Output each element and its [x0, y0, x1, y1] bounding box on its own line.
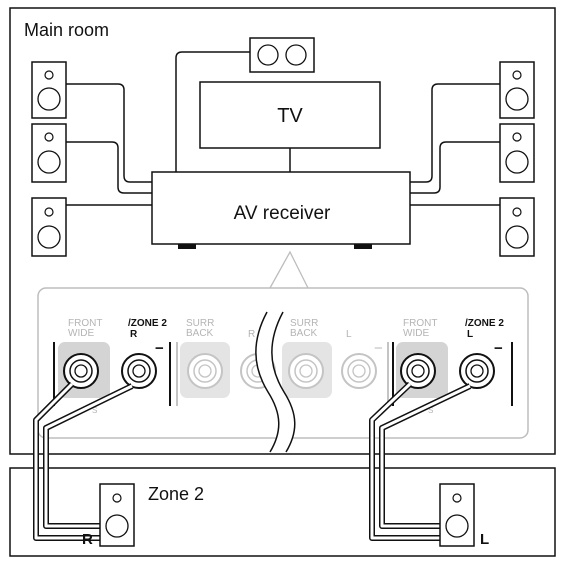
surr-back-label-1a: SURR: [186, 318, 214, 329]
break-marks: [255, 311, 296, 453]
middle-r-label: R: [248, 329, 255, 340]
main-room-frame: [9, 7, 556, 455]
tv-label: TV: [277, 105, 303, 127]
zone2-l-label-2: L: [467, 329, 473, 340]
main-room-label: Main room: [24, 20, 109, 40]
speaker-b-label-right: S: [428, 406, 433, 415]
zone2-speaker-left-icon: [439, 483, 475, 547]
zone2-frame: [9, 467, 556, 557]
front-wide-label-right-2: WIDE: [403, 328, 429, 339]
minus-sign-middle: −: [374, 340, 383, 357]
minus-sign-right: −: [494, 340, 503, 357]
zoom-callout: [269, 250, 309, 289]
minus-sign-left: −: [155, 340, 164, 357]
surr-back-label-2b: BACK: [290, 328, 318, 339]
middle-l-label: L: [346, 329, 352, 340]
zone2-l-label-1: /ZONE 2: [465, 318, 504, 329]
zone2-speaker-left-label: L: [480, 531, 489, 548]
zone2-label: Zone 2: [148, 484, 204, 504]
av-receiver-label: AV receiver: [234, 203, 331, 224]
zone2-r-label-2: R: [130, 329, 138, 340]
zone2-r-label-1: /ZONE 2: [128, 318, 167, 329]
zone2-speaker-right-label: R: [82, 531, 93, 548]
speaker-right-surround-icon: [499, 123, 535, 183]
tv-box: [199, 81, 381, 149]
surr-back-label-2a: SURR: [290, 318, 318, 329]
front-wide-label-right-1: FRONT: [403, 318, 437, 329]
speaker-left-surround-icon: [31, 123, 67, 183]
speaker-right-back-icon: [499, 197, 535, 257]
zone2-speaker-right-icon: [99, 483, 135, 547]
front-wide-label-left-1: FRONT: [68, 318, 102, 329]
speaker-left-front-icon: [31, 61, 67, 119]
zone2-cable-left: [369, 381, 472, 541]
av-receiver: [151, 171, 411, 249]
speaker-b-label-left: S: [92, 406, 97, 415]
speaker-right-front-icon: [499, 61, 535, 119]
speaker-left-back-icon: [31, 197, 67, 257]
center-speaker-icon: [249, 37, 315, 73]
surr-back-label-1b: BACK: [186, 328, 214, 339]
zone2-cable-right: [33, 381, 134, 541]
main-room-wiring: [66, 51, 500, 206]
front-wide-label-left-2: WIDE: [68, 328, 94, 339]
